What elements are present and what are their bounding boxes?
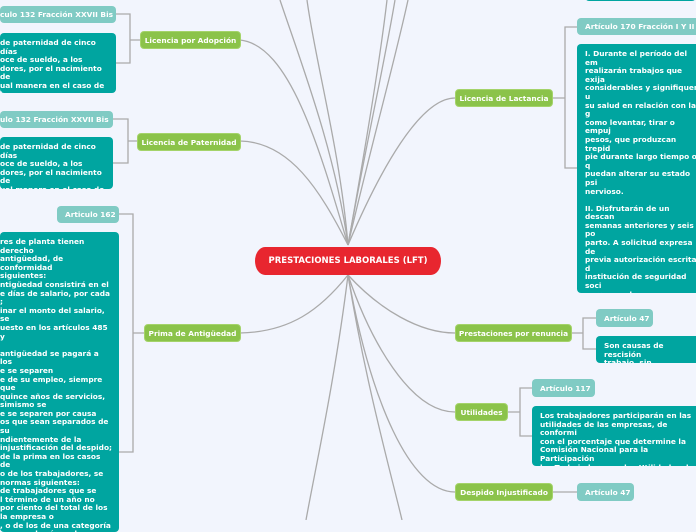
topic-despido-injustificado[interactable]: Despido Injustificado [455,483,553,501]
article-box-despido[interactable]: Artículo 47 [577,483,634,501]
article-box-antiguedad[interactable]: Articulo 162 [57,206,119,223]
article-box-utilidades[interactable]: Artículo 117 [532,379,595,397]
text-box-utilidades[interactable]: Los trabajadores participarán en las uti… [532,406,696,466]
topic-prestaciones-renuncia[interactable]: Prestaciones por renuncia [455,324,572,342]
article-box-lactancia[interactable]: Artículo 170 Fracción I Y II [577,18,696,35]
text-box-paternidad[interactable]: de paternidad de cinco días oce de sueld… [0,137,113,189]
text-box-adopcion[interactable]: de paternidad de cinco días oce de sueld… [0,33,116,93]
central-topic[interactable]: PRESTACIONES LABORALES (LFT) [255,247,441,275]
article-box-paternidad[interactable]: ulo 132 Fracción XXVII Bis [0,111,113,128]
text-box-lactancia[interactable]: I. Durante el período del em realizarán … [577,44,696,293]
text-box-top-cut [585,0,696,1]
text-box-antiguedad[interactable]: res de planta tienen derecho antigüedad,… [0,232,119,532]
topic-licencia-lactancia[interactable]: Licencia de Lactancia [455,89,553,107]
topic-licencia-adopcion[interactable]: Licencia por Adopción [140,31,241,49]
article-box-renuncia[interactable]: Artículo 47 [596,309,653,327]
topic-utilidades[interactable]: Utilidades [455,403,508,421]
topic-licencia-paternidad[interactable]: Licencia de Paternidad [137,133,241,151]
article-box-adopcion[interactable]: culo 132 Fracción XXVII Bis [0,6,116,23]
connector-lines [113,0,596,520]
text-box-renuncia[interactable]: Son causas de rescisión trabajo, sin res… [596,336,696,363]
topic-prima-antiguedad[interactable]: Prima de Antigüedad [144,324,241,342]
